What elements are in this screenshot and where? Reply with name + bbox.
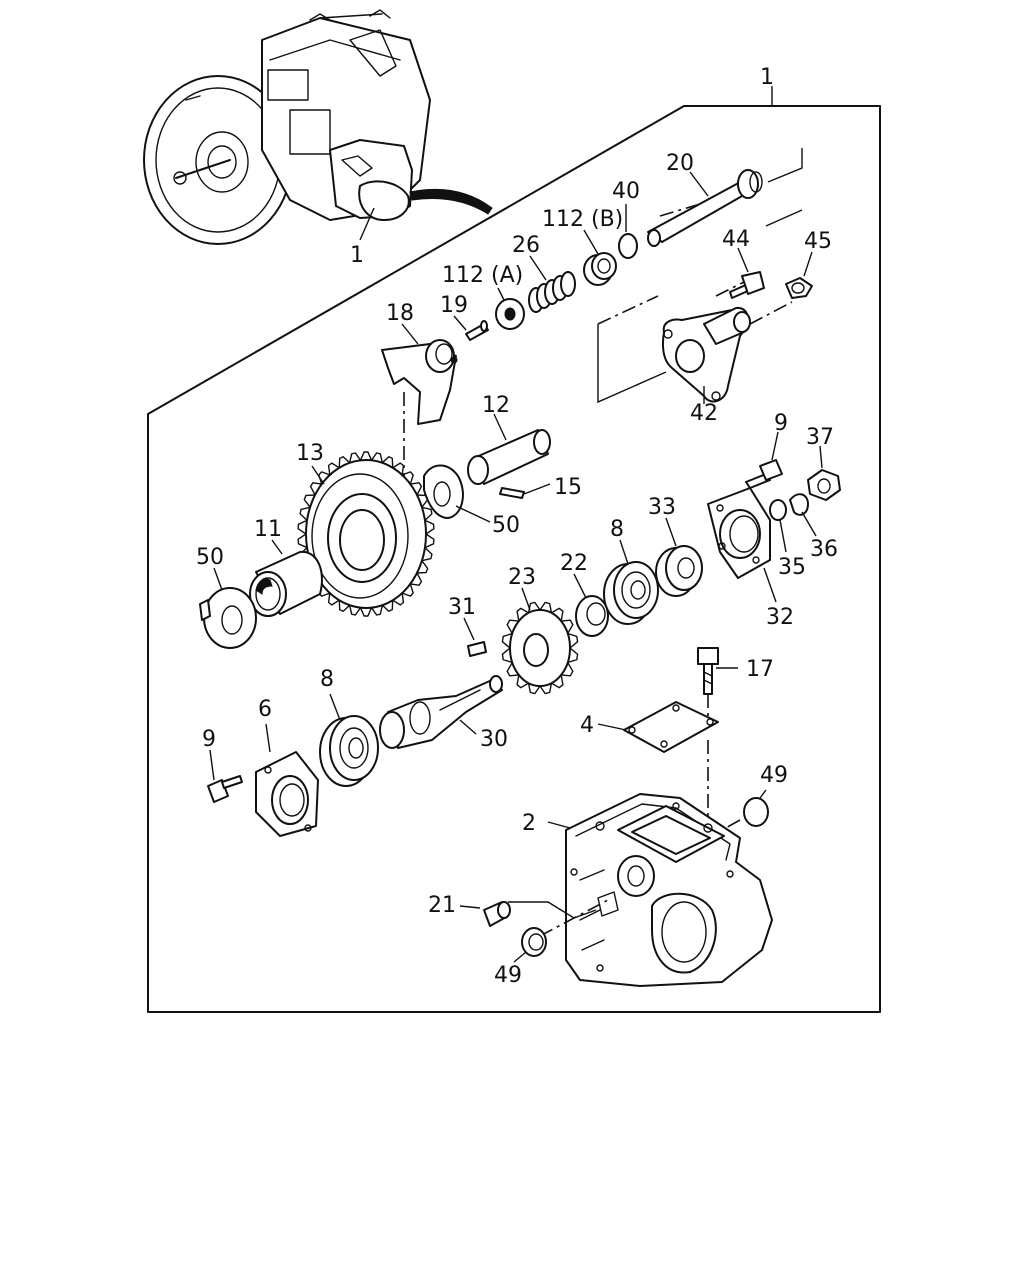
output-shaft-30 [379, 675, 503, 749]
bolt-44 [729, 271, 765, 299]
ring-40 [618, 233, 638, 259]
callout-112b: 112 (B) [542, 207, 623, 232]
callout-37: 37 [806, 425, 834, 450]
transfer-case-2 [565, 793, 773, 987]
plug-49-bottom [521, 927, 547, 957]
callout-8-left: 8 [320, 667, 334, 692]
bolt-9-left [207, 775, 243, 803]
callout-50-left: 50 [196, 545, 224, 570]
callout-44: 44 [722, 227, 750, 252]
callout-11: 11 [254, 517, 282, 542]
callout-assy-engine: 1 [350, 243, 364, 268]
transmission-assembly-illustration [143, 9, 493, 245]
bushing-112b [583, 252, 617, 286]
washer-112a [495, 298, 525, 330]
bracket-42 [662, 306, 751, 403]
callout-22: 22 [560, 551, 588, 576]
callout-9-right: 9 [774, 411, 788, 436]
bearing-cover-32 [707, 487, 771, 579]
lock-washer-36 [789, 493, 809, 516]
thrust-washer-50-left [199, 587, 257, 649]
diagram-frame [147, 105, 881, 1013]
spring-26 [528, 271, 576, 313]
ball-bearing-8-left [319, 715, 379, 787]
callout-17: 17 [746, 657, 774, 682]
callout-30: 30 [480, 727, 508, 752]
callout-33: 33 [648, 495, 676, 520]
bearing-cover-6 [255, 751, 319, 837]
shift-fork-18 [381, 339, 458, 425]
callout-42: 42 [690, 401, 718, 426]
washer-35 [769, 499, 787, 521]
callout-35: 35 [778, 555, 806, 580]
bolt-9-right [745, 459, 783, 489]
callout-49-right: 49 [760, 763, 788, 788]
callout-assy-main: 1 [760, 65, 774, 90]
thrust-washer-50-upper [423, 464, 464, 519]
nut-37 [807, 469, 841, 501]
plug-45 [785, 277, 813, 299]
callout-18: 18 [386, 301, 414, 326]
callout-9-left: 9 [202, 727, 216, 752]
callout-4: 4 [580, 713, 594, 738]
oil-seal-22 [575, 595, 609, 637]
key-31 [467, 641, 487, 657]
callout-6: 6 [258, 697, 272, 722]
callout-19: 19 [440, 293, 468, 318]
gasket-4 [623, 701, 719, 753]
plug-49-right [743, 797, 769, 827]
callout-21: 21 [428, 893, 456, 918]
gear-23 [501, 601, 579, 695]
callout-31: 31 [448, 595, 476, 620]
callout-26: 26 [512, 233, 540, 258]
callout-32: 32 [766, 605, 794, 630]
callout-40: 40 [612, 179, 640, 204]
callout-12: 12 [482, 393, 510, 418]
bearing-33 [655, 545, 703, 597]
callout-15: 15 [554, 475, 582, 500]
needle-bearing-11 [249, 550, 323, 617]
shaft-12 [467, 429, 551, 485]
callout-13: 13 [296, 441, 324, 466]
pin-19 [465, 320, 489, 341]
callout-23: 23 [508, 565, 536, 590]
callout-36: 36 [810, 537, 838, 562]
shaft-20 [647, 148, 803, 247]
gear-13 [297, 451, 435, 617]
callout-45: 45 [804, 229, 832, 254]
callout-8-right: 8 [610, 517, 624, 542]
callout-20: 20 [666, 151, 694, 176]
callout-2: 2 [522, 811, 536, 836]
callout-112a: 112 (A) [442, 263, 523, 288]
key-15 [499, 487, 525, 499]
ball-bearing-8-right [603, 561, 659, 625]
callout-50-upper: 50 [492, 513, 520, 538]
bolt-17 [697, 647, 719, 695]
pin-21 [483, 901, 511, 927]
callout-49-bottom: 49 [494, 963, 522, 988]
